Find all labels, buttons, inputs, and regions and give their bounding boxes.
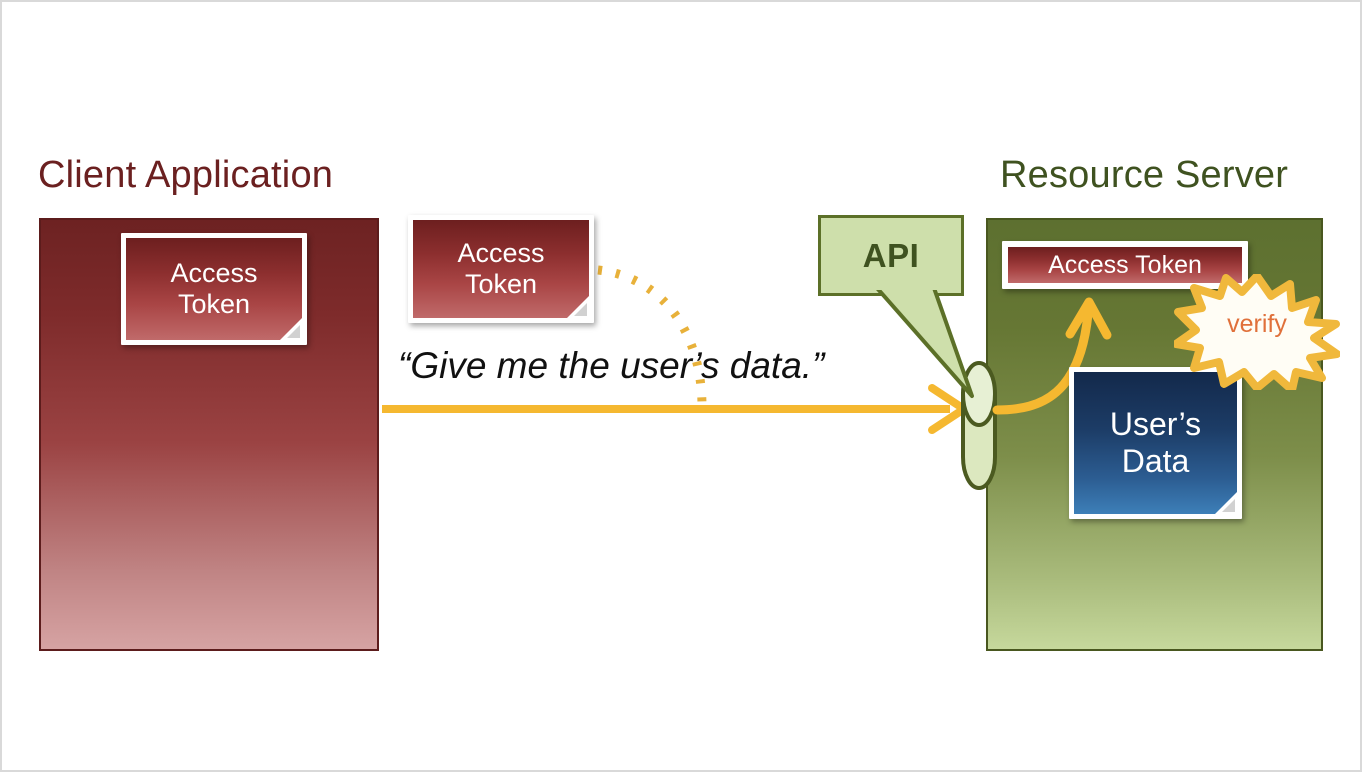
api-callout-bubble: API <box>818 215 964 296</box>
server-access-token-label: Access Token <box>1048 250 1202 279</box>
server-access-token-body: Access Token <box>1008 247 1242 283</box>
client-access-token-body: Access Token <box>126 238 302 340</box>
user-data-line2: Data <box>1121 443 1190 479</box>
user-data-line1: User’s <box>1109 406 1202 443</box>
api-callout-tail-icon <box>875 288 974 398</box>
server-access-token-note: Access Token <box>1002 241 1248 289</box>
client-access-token-line1: Access <box>170 257 258 288</box>
folded-corner-icon <box>567 296 589 318</box>
folded-corner-icon <box>1215 492 1237 514</box>
client-access-token-line2: Token <box>177 289 251 319</box>
transit-access-token-body: Access Token <box>413 220 589 318</box>
client-access-token-note: Access Token <box>121 233 307 345</box>
client-application-title: Client Application <box>38 154 334 196</box>
user-data-body: User’s Data <box>1074 372 1237 514</box>
folded-corner-icon <box>280 318 302 340</box>
transit-access-token-note: Access Token <box>408 215 594 323</box>
request-quote-text: “Give me the user’s data.” <box>398 345 825 386</box>
transit-access-token-line2: Token <box>464 269 538 299</box>
verify-starburst-icon <box>1174 274 1340 390</box>
api-label: API <box>862 236 920 274</box>
transit-access-token-line1: Access <box>457 237 545 268</box>
verify-label: verify <box>1227 310 1287 338</box>
resource-server-title: Resource Server <box>1000 154 1289 196</box>
user-data-note: User’s Data <box>1069 367 1242 519</box>
request-arrow-icon <box>382 384 968 434</box>
